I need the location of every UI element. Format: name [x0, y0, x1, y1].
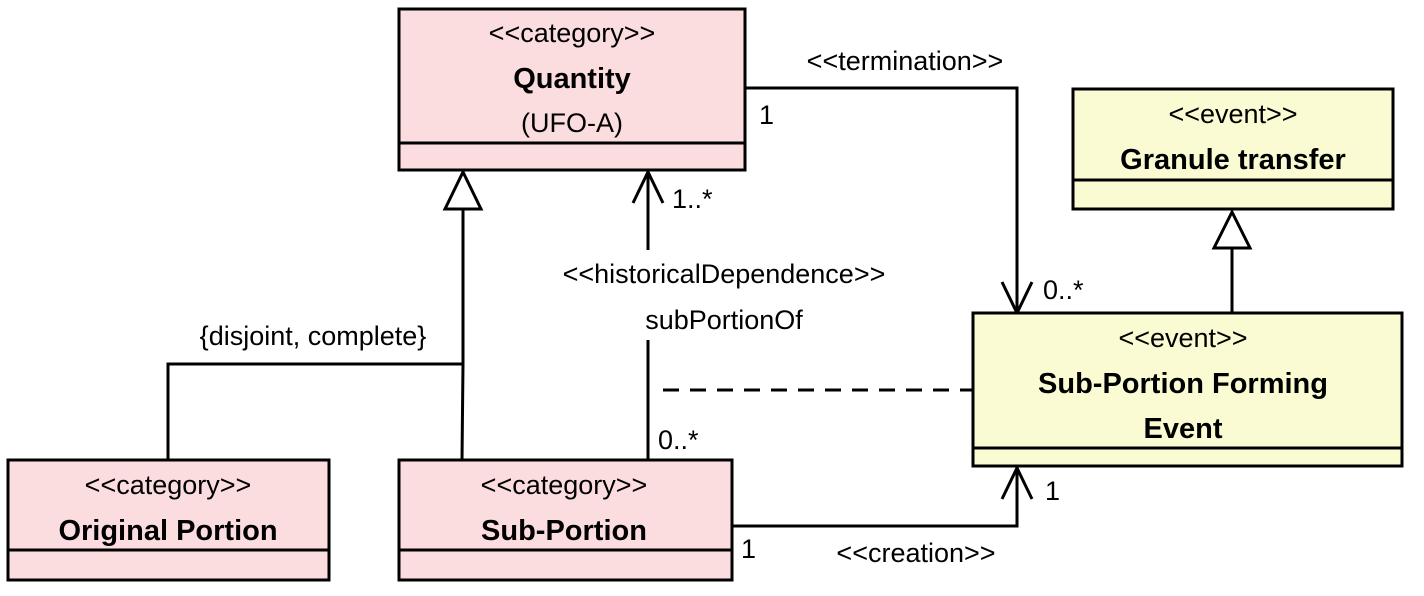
class-quantity-stereotype: <<category>>	[489, 18, 656, 48]
class-sub-portion-forming-event-name-line2: Event	[1144, 413, 1223, 445]
class-quantity[interactable]: <<category>> Quantity (UFO-A)	[397, 7, 747, 172]
generalization-triangle-granule-transfer	[1211, 208, 1253, 250]
class-quantity-name: Quantity	[513, 63, 631, 95]
class-original-portion-stereotype: <<category>>	[85, 470, 252, 500]
class-granule-transfer-stereotype: <<event>>	[1168, 99, 1297, 129]
termination-source-multiplicity: 1	[759, 100, 774, 130]
generalization-to-sub-portion	[460, 363, 465, 461]
creation-association-line	[732, 468, 1019, 528]
class-sub-portion-box	[397, 458, 734, 582]
class-granule-transfer-name: Granule transfer	[1120, 144, 1346, 176]
class-sub-portion-forming-event-box	[971, 311, 1404, 468]
class-original-portion[interactable]: <<category>> Original Portion	[6, 458, 331, 582]
class-sub-portion-stereotype: <<category>>	[481, 470, 648, 500]
class-quantity-note: (UFO-A)	[521, 108, 623, 138]
class-sub-portion[interactable]: <<category>> Sub-Portion	[397, 458, 734, 582]
creation-stereotype-label: <<creation>>	[836, 538, 995, 568]
termination-target-multiplicity: 0..*	[1043, 275, 1084, 305]
generalization-set-constraint: {disjoint, complete}	[200, 321, 427, 351]
generalization-to-original-portion	[166, 362, 463, 460]
generalization-triangle-quantity	[442, 168, 484, 211]
historical-dependence-name-label: subPortionOf	[645, 305, 803, 335]
class-sub-portion-forming-event[interactable]: <<event>> Sub-Portion Forming Event	[971, 311, 1404, 468]
class-sub-portion-forming-event-name-line1: Sub-Portion Forming	[1038, 368, 1328, 400]
class-granule-transfer-box	[1071, 87, 1395, 211]
creation-target-multiplicity: 1	[1045, 476, 1060, 506]
historical-dependence-source-multiplicity: 0..*	[658, 425, 699, 455]
creation-source-multiplicity: 1	[741, 534, 756, 564]
class-granule-transfer[interactable]: <<event>> Granule transfer	[1071, 87, 1395, 211]
creation-open-arrowhead	[1000, 464, 1034, 500]
historical-dependence-stereotype-label: <<historicalDependence>>	[563, 259, 886, 289]
class-original-portion-name: Original Portion	[58, 515, 277, 547]
historical-dependence-target-multiplicity: 1..*	[672, 184, 713, 214]
class-sub-portion-forming-event-stereotype: <<event>>	[1118, 323, 1247, 353]
termination-stereotype-label: <<termination>>	[807, 46, 1004, 76]
historical-dependence-open-arrowhead	[631, 168, 665, 204]
termination-association-line	[745, 86, 1019, 313]
class-sub-portion-name: Sub-Portion	[481, 515, 647, 547]
class-original-portion-box	[6, 458, 331, 582]
